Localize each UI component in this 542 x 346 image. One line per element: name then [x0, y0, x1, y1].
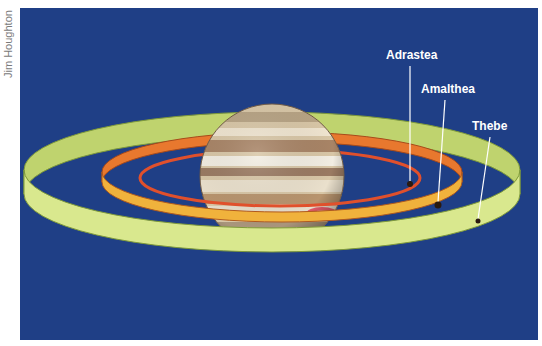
leader-line: [438, 100, 445, 202]
leader-line: [478, 137, 490, 219]
adrastea-ring-front: [140, 178, 420, 206]
amalthea-ring-front: [102, 172, 462, 222]
thebe-moon: [476, 219, 481, 224]
thebe-ring-front: [24, 170, 520, 252]
moon-label: Amalthea: [421, 82, 475, 96]
moon-label: Adrastea: [386, 48, 437, 62]
credit-text: Jim Houghton: [2, 10, 14, 78]
sky-panel: [20, 8, 538, 340]
leader-line: [409, 66, 410, 181]
adrastea-moon: [407, 181, 413, 187]
moon-label: Thebe: [472, 119, 507, 133]
amalthea-moon: [435, 202, 442, 209]
